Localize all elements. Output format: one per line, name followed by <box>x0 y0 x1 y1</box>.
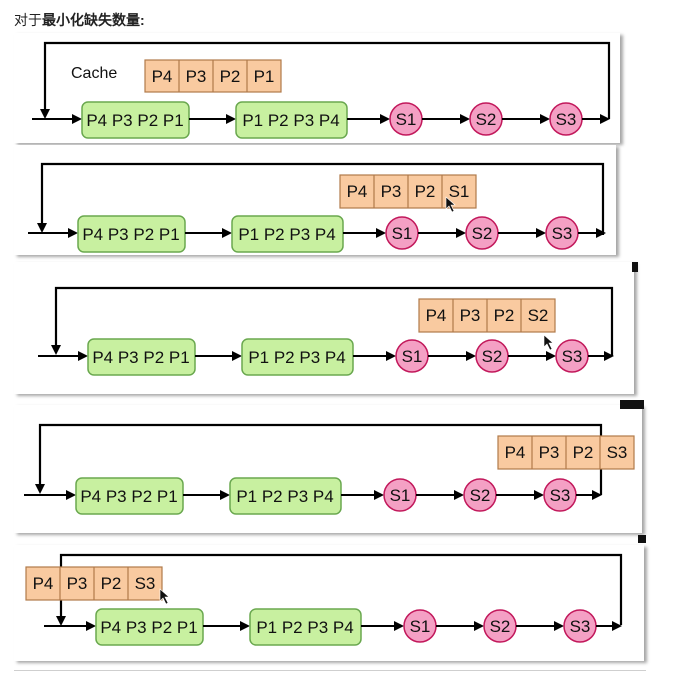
cache-cell-2: P3 <box>539 443 560 462</box>
server-label-s1: S1 <box>396 110 417 129</box>
feedback-loop <box>37 162 605 235</box>
reverse-sequence-text: P1 P2 P3 P4 <box>238 225 335 244</box>
cache-cell-1: P4 <box>152 67 173 86</box>
cache-cell-4: S2 <box>528 306 549 325</box>
reverse-sequence-text: P1 P2 P3 P4 <box>248 348 345 367</box>
request-sequence-text: P4 P3 P2 P1 <box>92 348 189 367</box>
request-sequence-text: P4 P3 P2 P1 <box>82 225 179 244</box>
corner-mark <box>638 535 646 543</box>
panel-4-svg: P4 P3 P2 P1 P1 P2 P3 P4 S1 S2 S3 P4 P3 P… <box>24 423 635 515</box>
heading-prefix: 对于 <box>14 12 42 28</box>
heading-suffix: : <box>140 12 145 28</box>
server-label-s1: S1 <box>402 347 423 366</box>
panel-1-svg: P4 P3 P2 P1 P1 P2 P3 P4 S1 S2 S3 Cache P… <box>32 41 611 139</box>
server-label-s1: S1 <box>392 224 413 243</box>
request-sequence-text: P4 P3 P2 P1 <box>86 111 183 130</box>
diagram-panel-4: P4 P3 P2 P1 P1 P2 P3 P4 S1 S2 S3 P4 P3 P… <box>14 405 642 533</box>
server-label-s2: S2 <box>476 110 497 129</box>
feedback-loop <box>40 41 611 119</box>
cache-cell-2: P3 <box>186 67 207 86</box>
cache-cell-1: P4 <box>505 443 526 462</box>
mouse-cursor-icon <box>159 588 170 605</box>
server-label-s3: S3 <box>562 347 583 366</box>
cache-cell-3: P2 <box>573 443 594 462</box>
cache-cell-4: P1 <box>254 67 275 86</box>
server-label-s2: S2 <box>490 617 511 636</box>
reverse-sequence-text: P1 P2 P3 P4 <box>236 487 333 506</box>
cache-cell-2: P3 <box>67 574 88 593</box>
feedback-loop <box>51 286 614 356</box>
request-sequence-text: P4 P3 P2 P1 <box>80 487 177 506</box>
cache-block: P4 P3 P2 S3 <box>25 566 163 601</box>
cache-block: P4 P3 P2 P1 <box>144 59 282 93</box>
reverse-sequence-text: P1 P2 P3 P4 <box>256 618 353 637</box>
request-sequence-text: P4 P3 P2 P1 <box>100 618 197 637</box>
mouse-cursor-icon <box>445 196 456 213</box>
server-label-s3: S3 <box>550 486 571 505</box>
cache-cell-1: P4 <box>347 182 368 201</box>
cache-cell-2: P3 <box>460 306 481 325</box>
cache-cell-4: S3 <box>135 574 156 593</box>
panel-5-svg: P4 P3 P2 P1 P1 P2 P3 P4 S1 S2 S3 P4 P3 P… <box>25 553 623 646</box>
cache-cell-3: P2 <box>415 182 436 201</box>
cache-cell-1: P4 <box>426 306 447 325</box>
mouse-cursor-icon <box>543 334 554 351</box>
server-label-s2: S2 <box>470 486 491 505</box>
cache-cell-3: P2 <box>494 306 515 325</box>
panel-2-svg: P4 P3 P2 P1 P1 P2 P3 P4 S1 S2 S3 P4 P3 P… <box>28 162 606 253</box>
cache-cell-3: P2 <box>220 67 241 86</box>
server-label-s1: S1 <box>410 617 431 636</box>
cache-block: P4 P3 P2 S1 <box>339 174 477 209</box>
cache-block: P4 P3 P2 S2 <box>418 298 556 333</box>
server-label-s1: S1 <box>390 486 411 505</box>
server-label-s3: S3 <box>552 224 573 243</box>
diagram-panel-1: P4 P3 P2 P1 P1 P2 P3 P4 S1 S2 S3 Cache P… <box>14 33 620 143</box>
diagram-panel-2: P4 P3 P2 P1 P1 P2 P3 P4 S1 S2 S3 P4 P3 P… <box>14 145 616 255</box>
cache-cell-3: P2 <box>101 574 122 593</box>
cache-block: P4 P3 P2 S3 <box>497 435 635 470</box>
diagram-panel-3: P4 P3 P2 P1 P1 P2 P3 P4 S1 S2 S3 P4 P3 P… <box>14 262 634 394</box>
cache-label: Cache <box>71 65 117 82</box>
server-label-s3: S3 <box>570 617 591 636</box>
bottom-divider <box>14 670 646 671</box>
server-label-s2: S2 <box>472 224 493 243</box>
reverse-sequence-text: P1 P2 P3 P4 <box>242 111 339 130</box>
cache-cell-4: S1 <box>449 182 470 201</box>
cache-cell-2: P3 <box>381 182 402 201</box>
page-heading: 对于最小化缺失数量: <box>14 10 145 30</box>
heading-bold: 最小化缺失数量 <box>42 12 140 28</box>
cache-cell-4: S3 <box>607 443 628 462</box>
server-label-s2: S2 <box>482 347 503 366</box>
corner-mark <box>632 262 638 272</box>
corner-mark <box>620 400 644 409</box>
panel-3-svg: P4 P3 P2 P1 P1 P2 P3 P4 S1 S2 S3 P4 P3 P… <box>38 286 614 376</box>
cache-cell-1: P4 <box>33 574 54 593</box>
server-label-s3: S3 <box>556 110 577 129</box>
diagram-panel-5: P4 P3 P2 P1 P1 P2 P3 P4 S1 S2 S3 P4 P3 P… <box>14 545 644 661</box>
